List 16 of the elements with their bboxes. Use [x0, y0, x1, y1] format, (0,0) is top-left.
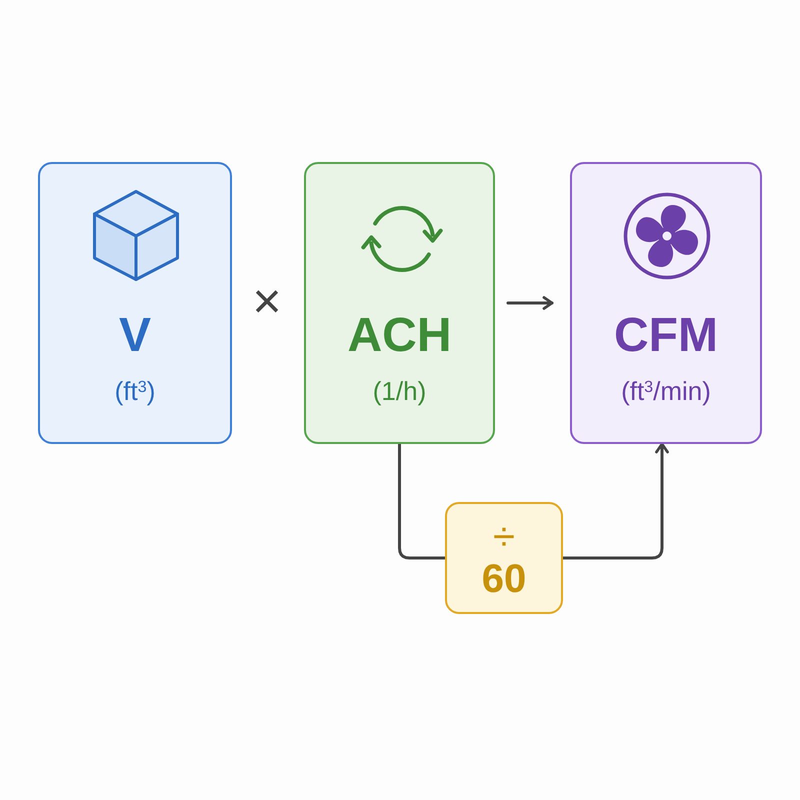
operation-box: [445, 502, 563, 614]
unit-label: (ft$^{3}$/min): [621, 376, 711, 407]
variable-symbol: CFM: [614, 310, 718, 363]
division-sign: ÷: [493, 517, 515, 557]
divisor-value: 60: [482, 559, 526, 599]
variable-symbol: ACH: [348, 310, 452, 363]
arrow: [506, 296, 554, 310]
unit-label: (ft$^{3}$): [114, 376, 156, 407]
variable-symbol: V: [118, 310, 151, 363]
variable-card: [570, 162, 762, 444]
multiplication-sign: ×: [251, 276, 283, 326]
arrow: [562, 442, 669, 560]
unit-label: (1/h): [372, 376, 426, 407]
connector-line: [398, 442, 446, 560]
variable-card: [304, 162, 495, 444]
variable-card: [38, 162, 232, 444]
